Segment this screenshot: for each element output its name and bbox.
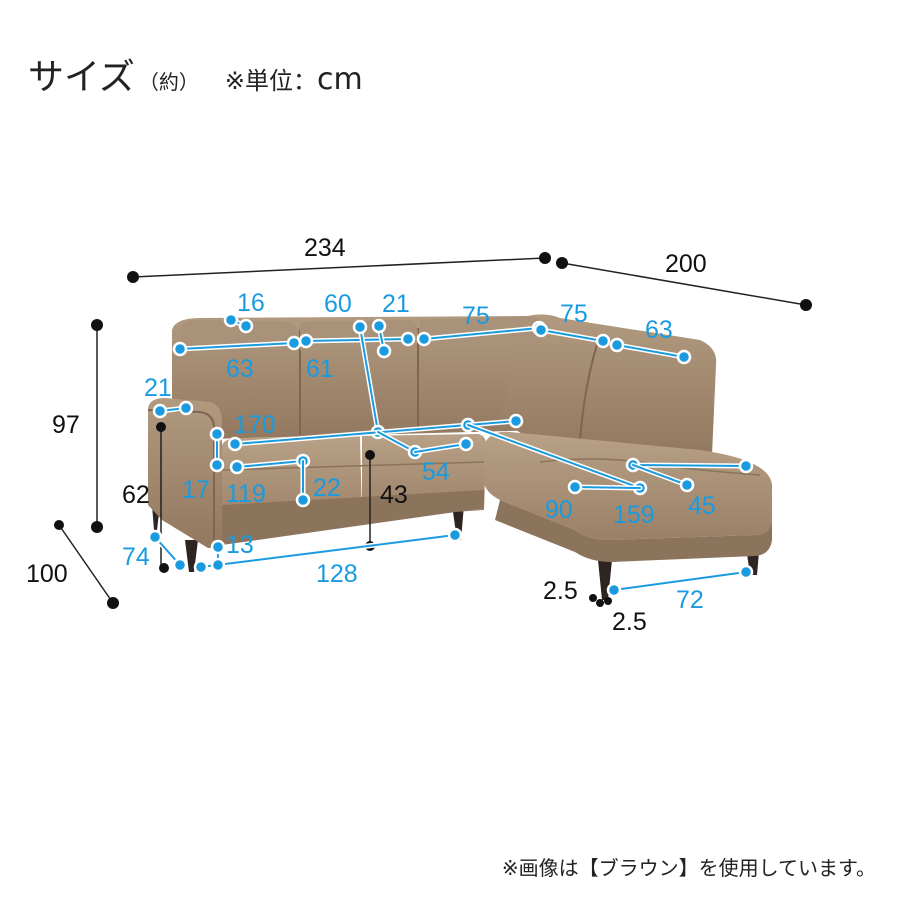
label-back-width-left: 75 [462, 302, 490, 330]
label-headrest-width-left: 63 [226, 355, 254, 383]
page-title: サイズ（約） ※単位：cm [28, 48, 363, 100]
label-leg-height: 13 [226, 531, 254, 559]
label-base-width: 128 [316, 560, 358, 588]
label-overall-height: 97 [52, 411, 80, 439]
sofa-left-arm [148, 398, 222, 548]
label-headrest-gap: 21 [382, 290, 410, 318]
image-footnote: ※画像は【ブラウン】を使用しています。 [501, 856, 876, 880]
label-arm-height: 17 [182, 476, 210, 504]
label-leg-depth: 74 [122, 543, 150, 571]
label-back-height-mid: 60 [324, 290, 352, 318]
label-headrest-width-mid: 61 [306, 355, 334, 383]
label-chaise-base-width: 72 [676, 586, 704, 614]
label-seat-height: 43 [380, 481, 408, 509]
sofa-base-front [222, 490, 484, 545]
label-arm-floor-height: 62 [122, 481, 150, 509]
label-leg-size-b: 2.5 [612, 608, 647, 636]
label-chaise-seat-height: 45 [688, 492, 716, 520]
label-overall-width: 234 [304, 234, 346, 262]
label-chaise-length: 159 [613, 501, 655, 529]
unit-prefix: ※単位： [224, 67, 318, 95]
label-arm-width: 21 [144, 374, 172, 402]
label-seat-width: 119 [226, 480, 266, 508]
label-back-width-right: 75 [560, 300, 588, 328]
title-approx: （約） [138, 70, 199, 94]
label-headrest-thickness: 16 [237, 289, 265, 317]
label-leg-size-a: 2.5 [543, 577, 578, 605]
label-seat-cushion-height: 22 [313, 474, 341, 502]
label-overall-depth: 100 [26, 560, 68, 588]
label-headrest-width-right: 63 [645, 316, 673, 344]
label-seat-depth: 54 [422, 458, 450, 486]
detail-dimensions [147, 312, 754, 598]
dimension-labels: 234 200 97 100 16 63 61 60 21 75 75 63 2… [26, 234, 716, 636]
label-seat-length: 170 [234, 411, 276, 439]
sofa-chaise-base [495, 500, 772, 562]
overall-dimensions [54, 252, 812, 609]
label-chaise-depth: 90 [545, 496, 573, 524]
title-text: サイズ [28, 57, 135, 98]
unit-value: cm [317, 62, 363, 97]
sofa-back-side [500, 314, 717, 455]
label-overall-side-width: 200 [665, 250, 707, 278]
